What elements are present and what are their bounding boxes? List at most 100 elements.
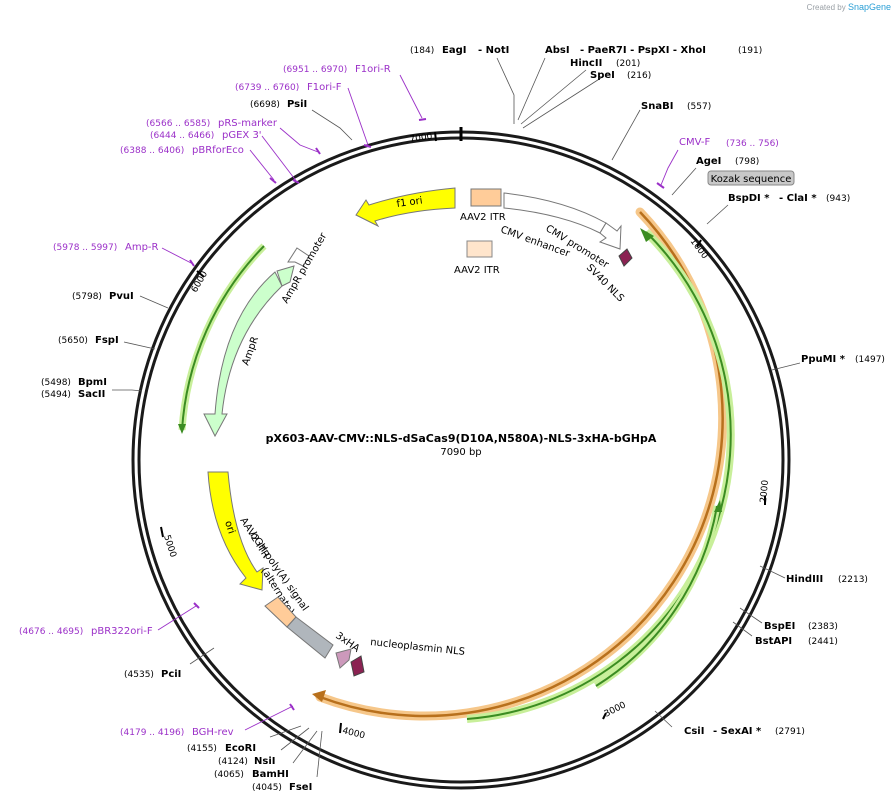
site-labels: (184) EagI - NotI AbsI - PaeR7I - PspXI … <box>41 45 885 793</box>
primer-range: (6388 .. 6406) <box>120 146 184 156</box>
site-name: NsiI <box>254 756 275 767</box>
site-extra: - NotI <box>478 45 509 56</box>
site-name: BspDI * <box>728 193 770 204</box>
primer-mark <box>363 144 372 148</box>
ampr-promoter-arrow <box>287 247 310 267</box>
primer-leader <box>261 135 298 183</box>
primer-name: F1ori-F <box>307 82 342 93</box>
primer-mark <box>193 602 200 609</box>
leader-line <box>654 710 673 728</box>
primer-name: pRS-marker <box>218 118 278 129</box>
tick-label: 4000 <box>341 726 366 741</box>
site-extra: - ClaI * <box>779 193 817 204</box>
leader-line <box>671 167 697 196</box>
arc-arrowhead <box>178 424 186 434</box>
primer-name: pBRforEco <box>192 145 244 156</box>
site-pos: (4535) <box>124 670 154 680</box>
site-name: BamHI <box>252 769 289 780</box>
tick-label: 7000 <box>409 132 433 145</box>
leader-line <box>522 75 605 129</box>
sv40-nls-marker <box>618 248 633 267</box>
site-name: FspI <box>95 335 119 346</box>
tick-mark <box>696 239 702 248</box>
primer-mark <box>269 177 277 184</box>
kozak-badge <box>707 170 795 186</box>
leader-line <box>139 295 169 309</box>
arc-arrowhead <box>312 690 326 702</box>
leader-line <box>732 621 753 637</box>
aav2-itr-box <box>470 188 502 207</box>
aav2-itr-label-2: AAV2 ITR <box>454 265 500 276</box>
site-pos: (5494) <box>41 390 71 400</box>
primer-leader <box>244 705 294 731</box>
site-name: BpmI <box>78 377 107 388</box>
bgh-polya-box <box>286 616 334 659</box>
site-pos: (5498) <box>41 378 71 388</box>
site-name: HindIII <box>786 574 823 585</box>
primer-range: (6739 .. 6760) <box>235 83 299 93</box>
site-pos: (4155) <box>187 744 217 754</box>
leader-line <box>611 109 641 161</box>
leader-line <box>517 57 546 121</box>
site-leaders <box>112 57 801 778</box>
site-pos: (798) <box>735 157 759 167</box>
site-name: PsiI <box>287 99 307 110</box>
site-name: HincII <box>570 58 602 69</box>
site-name: EcoRI <box>225 743 256 754</box>
primer-mark <box>289 703 295 711</box>
site-pos: (2441) <box>808 637 838 647</box>
site-name: FseI <box>289 782 312 793</box>
primer-range: (6444 .. 6466) <box>150 131 214 141</box>
site-pos: (4045) <box>252 783 282 793</box>
ampr-arrow <box>203 271 283 438</box>
leader-line <box>496 57 515 124</box>
primer-mark <box>315 147 321 155</box>
site-name: SacII <box>78 389 105 400</box>
primer-leader <box>279 127 319 153</box>
site-name: SnaBI <box>641 101 673 112</box>
site-pos: (184) <box>410 46 434 56</box>
site-pos: (557) <box>687 102 711 112</box>
leader-line <box>739 607 763 624</box>
primer-mark <box>418 118 427 121</box>
kozak-label: Kozak sequence <box>711 174 792 185</box>
site-name: AbsI <box>545 45 570 56</box>
nls-green-arc-core <box>595 505 718 687</box>
primer-name: pGEX 3' <box>222 130 262 141</box>
aav2-itr-label: AAV2 ITR <box>460 212 506 223</box>
tick-mark <box>434 131 437 142</box>
primer-leader <box>249 149 275 181</box>
site-pos: (5650) <box>58 336 88 346</box>
cmv-promoter-arrow <box>598 222 622 250</box>
site-pos: (1497) <box>855 355 885 365</box>
ampr-promoter-box <box>276 265 295 287</box>
leader-line <box>771 362 801 371</box>
tick-label: 2000 <box>759 479 771 503</box>
ori-label: ori <box>222 520 236 536</box>
site-name: CsiI <box>684 726 704 737</box>
leader-line <box>280 727 310 751</box>
primer-leader <box>161 247 194 265</box>
leader-line <box>112 389 143 392</box>
site-pos: (4124) <box>218 757 248 767</box>
cds-green-arc-core <box>466 231 732 720</box>
site-pos: (201) <box>616 59 640 69</box>
primer-mark <box>292 179 300 184</box>
tick-mark <box>339 722 342 734</box>
primer-range: (736 .. 756) <box>726 139 779 149</box>
ori-arrow <box>207 471 264 591</box>
backbone-inner <box>137 136 785 784</box>
primer-name: CMV-F <box>679 137 710 148</box>
ticks: 1000 2000 3000 4000 5000 6000 7000 <box>160 131 771 742</box>
primer-range: (4179 .. 4196) <box>120 728 184 738</box>
site-name: PciI <box>161 669 181 680</box>
aav2-itr-box-2 <box>466 240 493 258</box>
primer-range: (4676 .. 4695) <box>19 627 83 637</box>
leader-line <box>316 730 323 778</box>
snapgene-credit: Created by SnapGene <box>807 2 891 12</box>
primer-leader <box>347 87 369 146</box>
plasmid-title: pX603-AAV-CMV::NLS-dSaCas9(D10A,N580A)-N… <box>266 432 657 445</box>
site-extra: - SexAI * <box>713 726 762 737</box>
site-name: PvuI <box>109 291 134 302</box>
